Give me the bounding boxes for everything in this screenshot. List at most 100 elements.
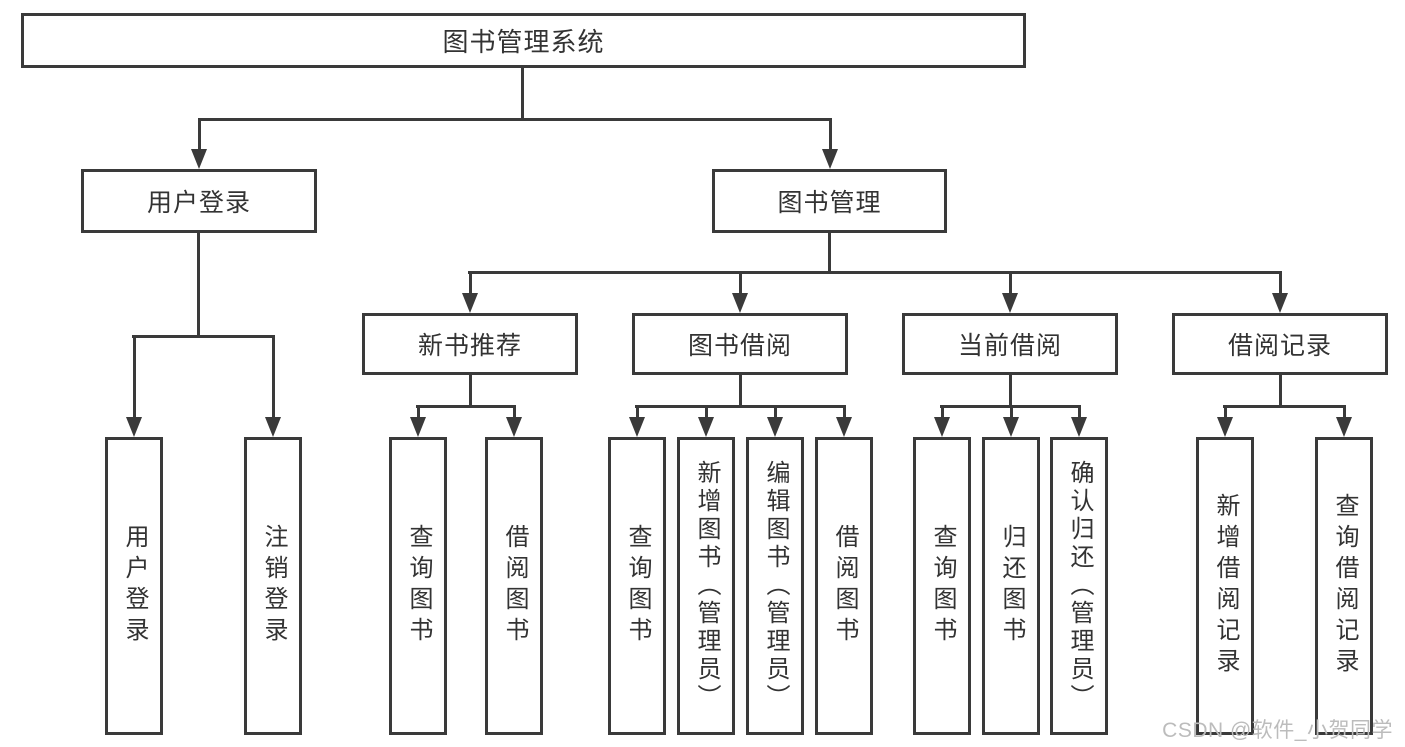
arrow-down-icon (1272, 293, 1288, 313)
connector-newbooks-stem (469, 375, 472, 407)
arrow-leaf (1003, 405, 1019, 437)
connector-newbooks-hline (416, 405, 516, 408)
arrow-down-icon (698, 417, 714, 437)
connector-user-hline (132, 335, 275, 338)
arrow-leaf (836, 405, 852, 437)
node-book-borrow-label: 图书借阅 (687, 332, 792, 360)
node-new-books: 新书推荐 (362, 313, 578, 375)
connector-currentborrow-stem (1009, 375, 1012, 407)
connector-borrowrecords-stem (1279, 375, 1282, 407)
arrow-to-user-login (191, 118, 207, 169)
leaf-label: 查询图书 (929, 524, 956, 648)
arrow-stem (828, 118, 832, 155)
arrow-stem (132, 335, 136, 423)
leaf-current-confirm-admin: 确认归还（管理员） (1050, 437, 1108, 735)
arrow-stem (1278, 271, 1282, 299)
leaf-label: 借阅图书 (831, 524, 858, 648)
connector-bookborrow-stem (739, 375, 742, 407)
leaf-borrow-add-admin: 新增图书（管理员） (677, 437, 735, 735)
arrow-to-book-mgmt (822, 118, 838, 169)
arrow-stem (271, 335, 275, 423)
leaf-label: 查询图书 (405, 524, 432, 648)
connector-mgmt-stem (828, 233, 831, 274)
arrow-down-icon (506, 417, 522, 437)
arrow-down-icon (1217, 417, 1233, 437)
node-user-login-label: 用户登录 (146, 189, 251, 217)
leaf-newbooks-query: 查询图书 (389, 437, 447, 735)
arrow-stem (1223, 405, 1227, 423)
arrow-leaf (934, 405, 950, 437)
node-book-mgmt: 图书管理 (712, 169, 947, 233)
arrow-down-icon (822, 149, 838, 169)
arrow-to-current-borrow (1002, 271, 1018, 313)
arrow-stem (940, 405, 944, 423)
connector-borrowrecords-hline (1223, 405, 1346, 408)
arrow-stem (842, 405, 846, 423)
node-current-borrow: 当前借阅 (902, 313, 1118, 375)
arrow-stem (1008, 271, 1012, 299)
leaf-newbooks-borrow: 借阅图书 (485, 437, 543, 735)
leaf-records-query: 查询借阅记录 (1315, 437, 1373, 735)
node-book-mgmt-label: 图书管理 (777, 189, 882, 217)
arrow-down-icon (836, 417, 852, 437)
arrow-stem (704, 405, 708, 423)
arrow-down-icon (265, 417, 281, 437)
leaf-records-add: 新增借阅记录 (1196, 437, 1254, 735)
leaf-label: 编辑图书（管理员） (762, 460, 789, 712)
arrow-stem (512, 405, 516, 423)
leaf-label: 注销登录 (260, 524, 287, 648)
leaf-label: 查询图书 (624, 524, 651, 648)
arrow-down-icon (1002, 293, 1018, 313)
arrow-stem (1009, 405, 1013, 423)
node-user-login: 用户登录 (81, 169, 317, 233)
connector-user-stem (197, 233, 200, 337)
arrow-leaf (1336, 405, 1352, 437)
leaf-borrow-edit-admin: 编辑图书（管理员） (746, 437, 804, 735)
arrow-stem (416, 405, 420, 423)
node-book-borrow: 图书借阅 (632, 313, 848, 375)
leaf-borrow-query: 查询图书 (608, 437, 666, 735)
leaf-current-return: 归还图书 (982, 437, 1040, 735)
arrow-stem (738, 271, 742, 299)
arrow-to-borrow-records (1272, 271, 1288, 313)
leaf-logout: 注销登录 (244, 437, 302, 735)
arrow-down-icon (934, 417, 950, 437)
arrow-down-icon (191, 149, 207, 169)
leaf-label: 归还图书 (998, 524, 1025, 648)
node-new-books-label: 新书推荐 (417, 332, 522, 360)
arrow-leaf (1217, 405, 1233, 437)
arrow-stem (635, 405, 639, 423)
leaf-borrow-borrow: 借阅图书 (815, 437, 873, 735)
arrow-leaf (629, 405, 645, 437)
node-root-label: 图书管理系统 (442, 27, 605, 57)
arrow-leaf (506, 405, 522, 437)
arrow-stem (468, 271, 472, 299)
arrow-to-leaf-logout (265, 335, 281, 437)
leaf-user-login: 用户登录 (105, 437, 163, 735)
arrow-leaf (1071, 405, 1087, 437)
arrow-down-icon (462, 293, 478, 313)
leaf-current-query: 查询图书 (913, 437, 971, 735)
arrow-down-icon (410, 417, 426, 437)
arrow-leaf (698, 405, 714, 437)
connector-bookborrow-hline (635, 405, 846, 408)
connector-level3-hline (468, 271, 1282, 274)
arrow-stem (197, 118, 201, 155)
leaf-label: 用户登录 (121, 524, 148, 648)
csdn-watermark: CSDN @软件_小贺同学 (1162, 719, 1393, 742)
arrow-leaf (767, 405, 783, 437)
arrow-down-icon (732, 293, 748, 313)
leaf-label: 确认归还（管理员） (1066, 460, 1093, 712)
arrow-down-icon (629, 417, 645, 437)
node-current-borrow-label: 当前借阅 (957, 332, 1062, 360)
node-borrow-records-label: 借阅记录 (1227, 332, 1332, 360)
leaf-label: 新增图书（管理员） (693, 460, 720, 712)
connector-root-stem (521, 68, 524, 121)
arrow-down-icon (1071, 417, 1087, 437)
node-borrow-records: 借阅记录 (1172, 313, 1388, 375)
arrow-stem (1342, 405, 1346, 423)
arrow-down-icon (767, 417, 783, 437)
node-root: 图书管理系统 (21, 13, 1026, 68)
arrow-down-icon (1336, 417, 1352, 437)
